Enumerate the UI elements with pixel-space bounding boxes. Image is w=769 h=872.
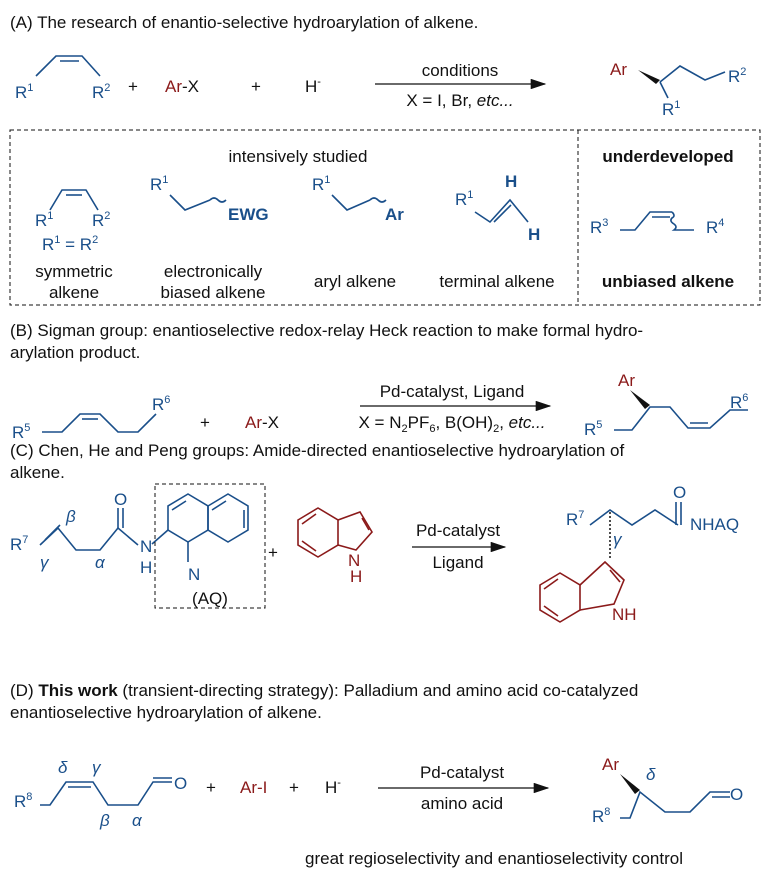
svg-text:R6: R6 — [730, 392, 748, 412]
svg-text:N: N — [140, 537, 152, 556]
product-a: Ar R2 R1 — [610, 60, 746, 119]
svg-text:aryl alkene: aryl alkene — [314, 272, 396, 291]
reaction-arrow-d: Pd-catalyst amino acid — [378, 763, 550, 813]
product-c: R7 O NHAQ γ NH — [539, 483, 739, 624]
svg-text:NH: NH — [612, 605, 637, 624]
svg-text:R2: R2 — [728, 66, 746, 86]
svg-text:terminal alkene: terminal alkene — [439, 272, 554, 291]
svg-text:R1 = R2: R1 = R2 — [42, 234, 98, 254]
plus-sign: + — [200, 413, 210, 432]
plus-sign: + — [289, 778, 299, 797]
svg-text:unbiased alkene: unbiased alkene — [602, 272, 734, 291]
svg-text:Pd-catalyst: Pd-catalyst — [416, 521, 500, 540]
section-c-title-2: alkene. — [10, 463, 65, 482]
svg-text:(AQ): (AQ) — [192, 589, 228, 608]
hydride: H- — [325, 777, 341, 797]
svg-text:R1: R1 — [455, 189, 473, 209]
plus-sign: + — [128, 77, 138, 96]
svg-text:R1: R1 — [312, 174, 330, 194]
svg-text:R8: R8 — [592, 806, 610, 826]
svg-text:H: H — [505, 172, 517, 191]
svg-text:EWG: EWG — [228, 205, 269, 224]
svg-text:amino acid: amino acid — [421, 794, 503, 813]
aryl-halide: Ar-X — [245, 413, 279, 432]
svg-text:O: O — [730, 785, 743, 804]
svg-text:α: α — [95, 553, 106, 572]
section-b-title: (B) Sigman group: enantioselective redox… — [10, 321, 643, 340]
section-c-title: (C) Chen, He and Peng groups: Amide-dire… — [10, 441, 625, 460]
svg-text:β: β — [99, 811, 110, 830]
aryl-iodide: Ar-I — [240, 778, 267, 797]
svg-text:Ar: Ar — [618, 371, 635, 390]
svg-text:H: H — [528, 225, 540, 244]
product-d: Ar δ R8 O — [592, 755, 743, 826]
reaction-arrow-b: Pd-catalyst, Ligand X = N2PF6, B(OH)2, e… — [358, 382, 552, 435]
amide-reactant-c: R7 O β γ α N H N (AQ) — [10, 483, 266, 609]
svg-text:γ: γ — [613, 530, 623, 549]
svg-text:Ligand: Ligand — [432, 553, 483, 572]
svg-text:X = I, Br, etc...: X = I, Br, etc... — [406, 91, 513, 110]
section-d-title: (D) This work (transient-directing strat… — [10, 681, 638, 700]
section-b-title-2: arylation product. — [10, 343, 140, 362]
plus-sign: + — [268, 543, 278, 562]
svg-text:biased alkene: biased alkene — [161, 283, 266, 302]
svg-text:X = N2PF6, B(OH)2, etc...: X = N2PF6, B(OH)2, etc... — [358, 413, 545, 435]
svg-text:Ar: Ar — [385, 205, 404, 224]
section-d-title-2: enantioselective hydroarylation of alken… — [10, 703, 322, 722]
svg-text:Pd-catalyst: Pd-catalyst — [420, 763, 504, 782]
svg-text:R2: R2 — [92, 210, 110, 230]
plus-sign: + — [251, 77, 261, 96]
svg-text:R2: R2 — [92, 82, 110, 102]
product-b: Ar R5 R6 — [584, 371, 748, 439]
svg-text:R5: R5 — [12, 422, 30, 442]
svg-text:Ar: Ar — [610, 60, 627, 79]
svg-text:O: O — [114, 490, 127, 509]
svg-text:NHAQ: NHAQ — [690, 515, 739, 534]
svg-text:underdeveloped: underdeveloped — [602, 147, 733, 166]
svg-text:intensively studied: intensively studied — [229, 147, 368, 166]
svg-text:R3: R3 — [590, 217, 608, 237]
aryl-halide: Ar-X — [165, 77, 199, 96]
reaction-arrow-c: Pd-catalyst Ligand — [412, 521, 507, 572]
svg-text:R6: R6 — [152, 394, 170, 414]
cis-alkene-reactant: R1 R2 — [15, 55, 110, 102]
svg-text:R7: R7 — [566, 509, 584, 529]
section-a-title: (A) The research of enantio-selective hy… — [10, 13, 478, 32]
svg-text:R1: R1 — [662, 99, 680, 119]
svg-text:R1: R1 — [35, 210, 53, 230]
svg-text:γ: γ — [40, 553, 50, 572]
svg-text:electronically: electronically — [164, 262, 263, 281]
svg-text:O: O — [673, 483, 686, 502]
svg-text:H: H — [140, 558, 152, 577]
plus-sign: + — [206, 778, 216, 797]
reaction-arrow-a: conditions X = I, Br, etc... — [375, 61, 547, 110]
alkene-classes-box: intensively studied underdeveloped R1 R2… — [9, 129, 761, 306]
svg-text:symmetric: symmetric — [35, 262, 113, 281]
svg-text:δ: δ — [646, 765, 656, 784]
svg-text:Ar: Ar — [602, 755, 619, 774]
svg-text:δ: δ — [58, 758, 68, 777]
svg-text:conditions: conditions — [422, 61, 499, 80]
svg-text:R7: R7 — [10, 534, 28, 554]
svg-text:N: N — [188, 565, 200, 584]
svg-text:O: O — [174, 774, 187, 793]
svg-text:R1: R1 — [15, 82, 33, 102]
svg-text:H: H — [350, 567, 362, 586]
svg-text:R5: R5 — [584, 419, 602, 439]
svg-text:R1: R1 — [150, 174, 168, 194]
hydride: H- — [305, 76, 321, 96]
svg-text:Pd-catalyst, Ligand: Pd-catalyst, Ligand — [380, 382, 525, 401]
svg-text:R8: R8 — [14, 791, 32, 811]
svg-text:β: β — [65, 507, 76, 526]
svg-text:R4: R4 — [706, 217, 724, 237]
aldehyde-reactant-d: R8 O δ γ β α — [14, 758, 187, 830]
svg-text:γ: γ — [92, 758, 102, 777]
svg-text:alkene: alkene — [49, 283, 99, 302]
indole-reactant: N H — [297, 507, 373, 586]
svg-text:α: α — [132, 811, 143, 830]
svg-text:N: N — [348, 551, 360, 570]
footer-note: great regioselectivity and enantioselect… — [305, 849, 683, 868]
reactant-b: R5 R6 — [12, 394, 170, 442]
